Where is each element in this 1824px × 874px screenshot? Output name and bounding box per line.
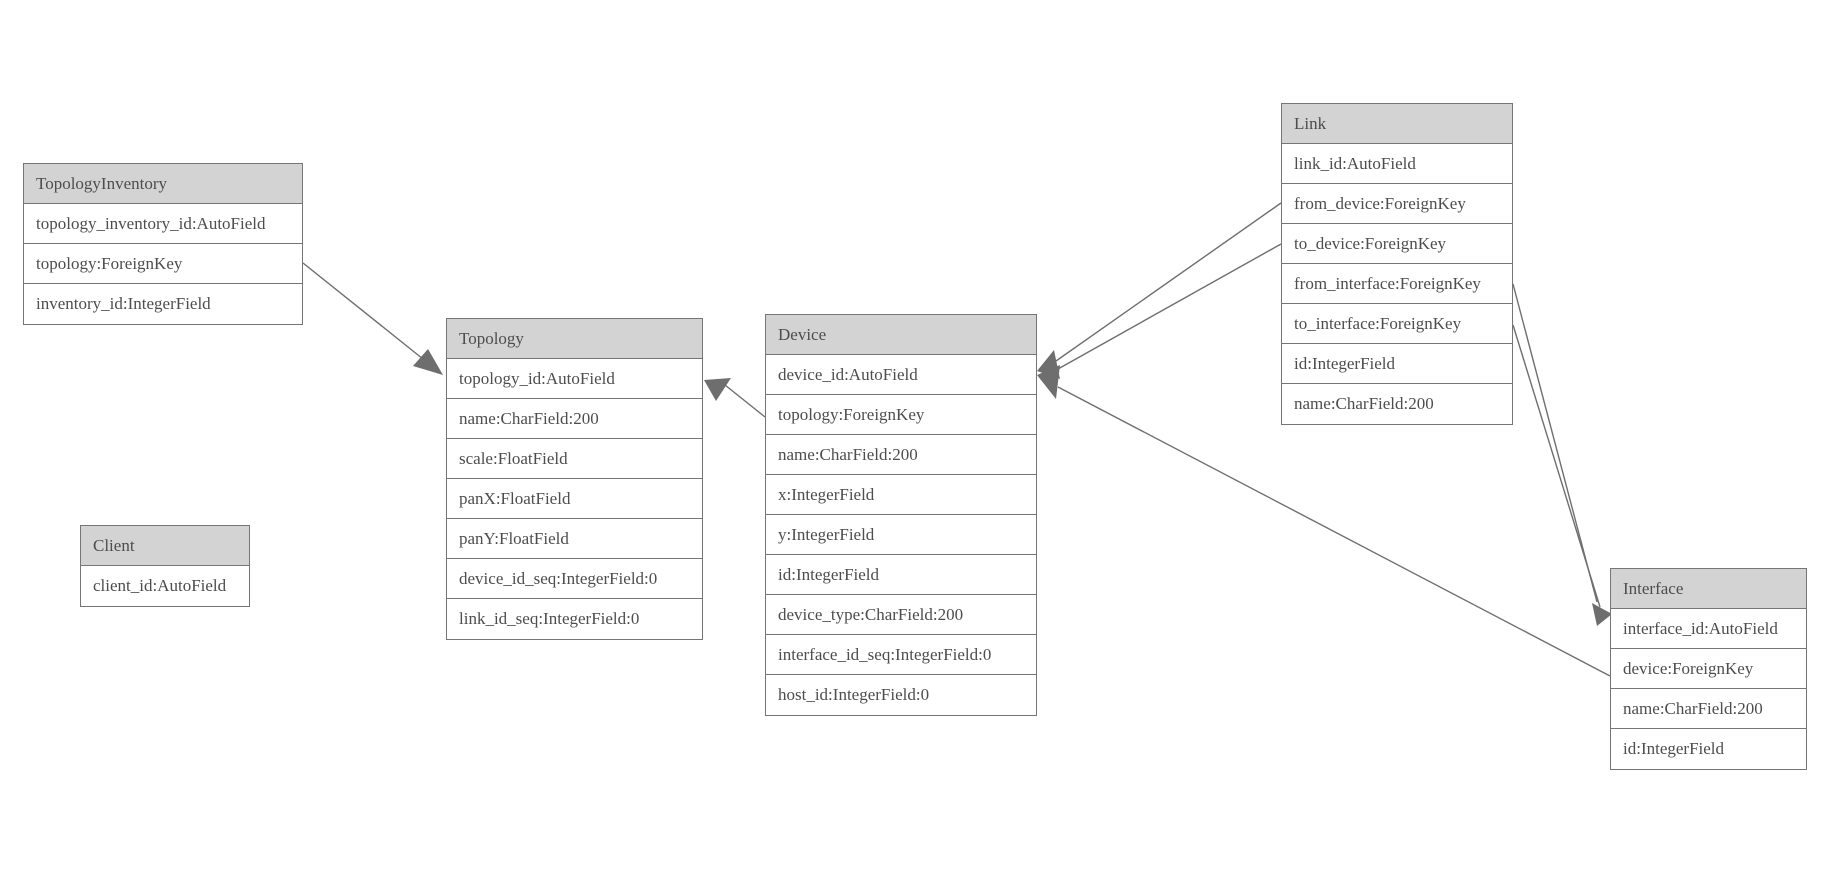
field-row-from_device: from_device:ForeignKey <box>1282 184 1512 224</box>
field-row-scale: scale:FloatField <box>447 439 702 479</box>
field-row-device: device:ForeignKey <box>1611 649 1806 689</box>
connector-link-from_device-device <box>1055 202 1282 362</box>
field-row-inventory_id: inventory_id:IntegerField <box>36 294 211 313</box>
connector-link-to_device-device <box>1057 243 1282 370</box>
field-row-topology: topology:ForeignKey <box>24 244 302 284</box>
field-row-name: name:CharField:200 <box>447 399 702 439</box>
connector-device-topology <box>724 384 766 418</box>
field-row-interface_id_seq: interface_id_seq:IntegerField:0 <box>766 635 1036 675</box>
field-row-topology: topology:ForeignKey <box>766 395 1036 435</box>
entity-header-link: Link <box>1282 104 1512 144</box>
field-row-name: name:CharField:200 <box>1294 394 1434 413</box>
field-row-to_interface: to_interface:ForeignKey <box>1282 304 1512 344</box>
entity-header-device: Device <box>766 315 1036 355</box>
field-row-device_id: device_id:AutoField <box>766 355 1036 395</box>
field-row-x: x:IntegerField <box>766 475 1036 515</box>
connector-topologyinventory-topology <box>302 262 424 360</box>
field-row-name: name:CharField:200 <box>766 435 1036 475</box>
field-row-panY: panY:FloatField <box>447 519 702 559</box>
connector-link-from_interface-interface <box>1512 283 1598 603</box>
field-row-link_id_seq: link_id_seq:IntegerField:0 <box>459 609 640 628</box>
field-row-name: name:CharField:200 <box>1611 689 1806 729</box>
arrowhead-topology-right-edge <box>704 378 731 401</box>
field-row-device_type: device_type:CharField:200 <box>766 595 1036 635</box>
field-row-link_id: link_id:AutoField <box>1282 144 1512 184</box>
arrowhead-interface-left-edge <box>1592 603 1612 626</box>
field-row-device_id_seq: device_id_seq:IntegerField:0 <box>447 559 702 599</box>
field-row-y: y:IntegerField <box>766 515 1036 555</box>
entity-header-topologyinventory: TopologyInventory <box>24 164 302 204</box>
field-row-topology_inventory_id: topology_inventory_id:AutoField <box>24 204 302 244</box>
connector-interface-device <box>1057 386 1611 677</box>
entity-client[interactable]: Client client_id:AutoField <box>80 525 250 607</box>
field-row-host_id: host_id:IntegerField:0 <box>778 685 930 704</box>
arrowhead-topology-left-edge <box>413 349 443 375</box>
field-row-client_id: client_id:AutoField <box>93 576 227 595</box>
field-row-interface_id: interface_id:AutoField <box>1611 609 1806 649</box>
entity-header-topology: Topology <box>447 319 702 359</box>
field-row-topology_id: topology_id:AutoField <box>447 359 702 399</box>
connector-link-to_interface-interface <box>1512 324 1601 608</box>
entity-header-client: Client <box>81 526 249 566</box>
field-row-id: id:IntegerField <box>1282 344 1512 384</box>
field-row-id: id:IntegerField <box>1623 739 1725 758</box>
field-row-panX: panX:FloatField <box>447 479 702 519</box>
field-row-to_device: to_device:ForeignKey <box>1282 224 1512 264</box>
arrowhead-device-right-edge-lower <box>1037 365 1060 399</box>
field-row-from_interface: from_interface:ForeignKey <box>1282 264 1512 304</box>
arrowhead-device-right-edge-upper <box>1037 350 1060 379</box>
entity-header-interface: Interface <box>1611 569 1806 609</box>
field-row-id: id:IntegerField <box>766 555 1036 595</box>
